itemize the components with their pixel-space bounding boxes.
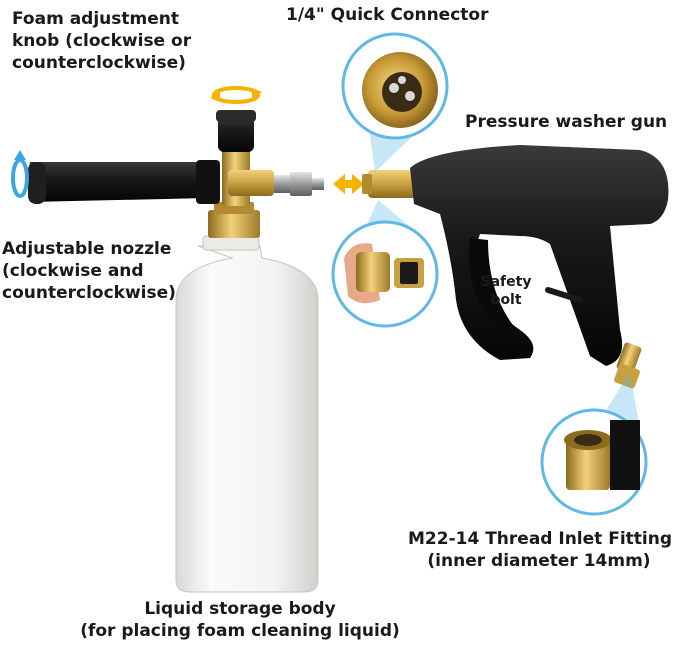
callout-connector-bottom xyxy=(331,200,439,328)
callout-connector-top xyxy=(341,32,449,172)
rotate-arrow-icon xyxy=(210,86,262,104)
nozzle-label: Adjustable nozzle (clockwise and counter… xyxy=(2,239,176,303)
liquid-storage-bottle xyxy=(175,235,319,593)
inlet-fitting-label: M22-14 Thread Inlet Fitting (inner diame… xyxy=(408,529,672,571)
foam-adjustment-knob xyxy=(216,110,256,152)
quick-connector-label: 1/4" Quick Connector xyxy=(286,5,489,25)
safety-bolt-label: Safety bolt xyxy=(480,274,532,308)
double-arrow-icon xyxy=(333,174,364,194)
rotate-arrow-icon xyxy=(11,150,29,198)
foam-cannon-body xyxy=(208,148,274,238)
pressure-gun-label: Pressure washer gun xyxy=(465,112,668,132)
pressure-washer-gun xyxy=(362,145,669,389)
liquid-body-label: Liquid storage body (for placing foam cl… xyxy=(80,599,400,641)
callout-inlet-fitting xyxy=(540,372,648,516)
quick-connector-plug xyxy=(274,172,324,196)
foam-knob-label: Foam adjustment knob (clockwise or count… xyxy=(12,9,192,73)
adjustable-nozzle xyxy=(28,160,220,204)
